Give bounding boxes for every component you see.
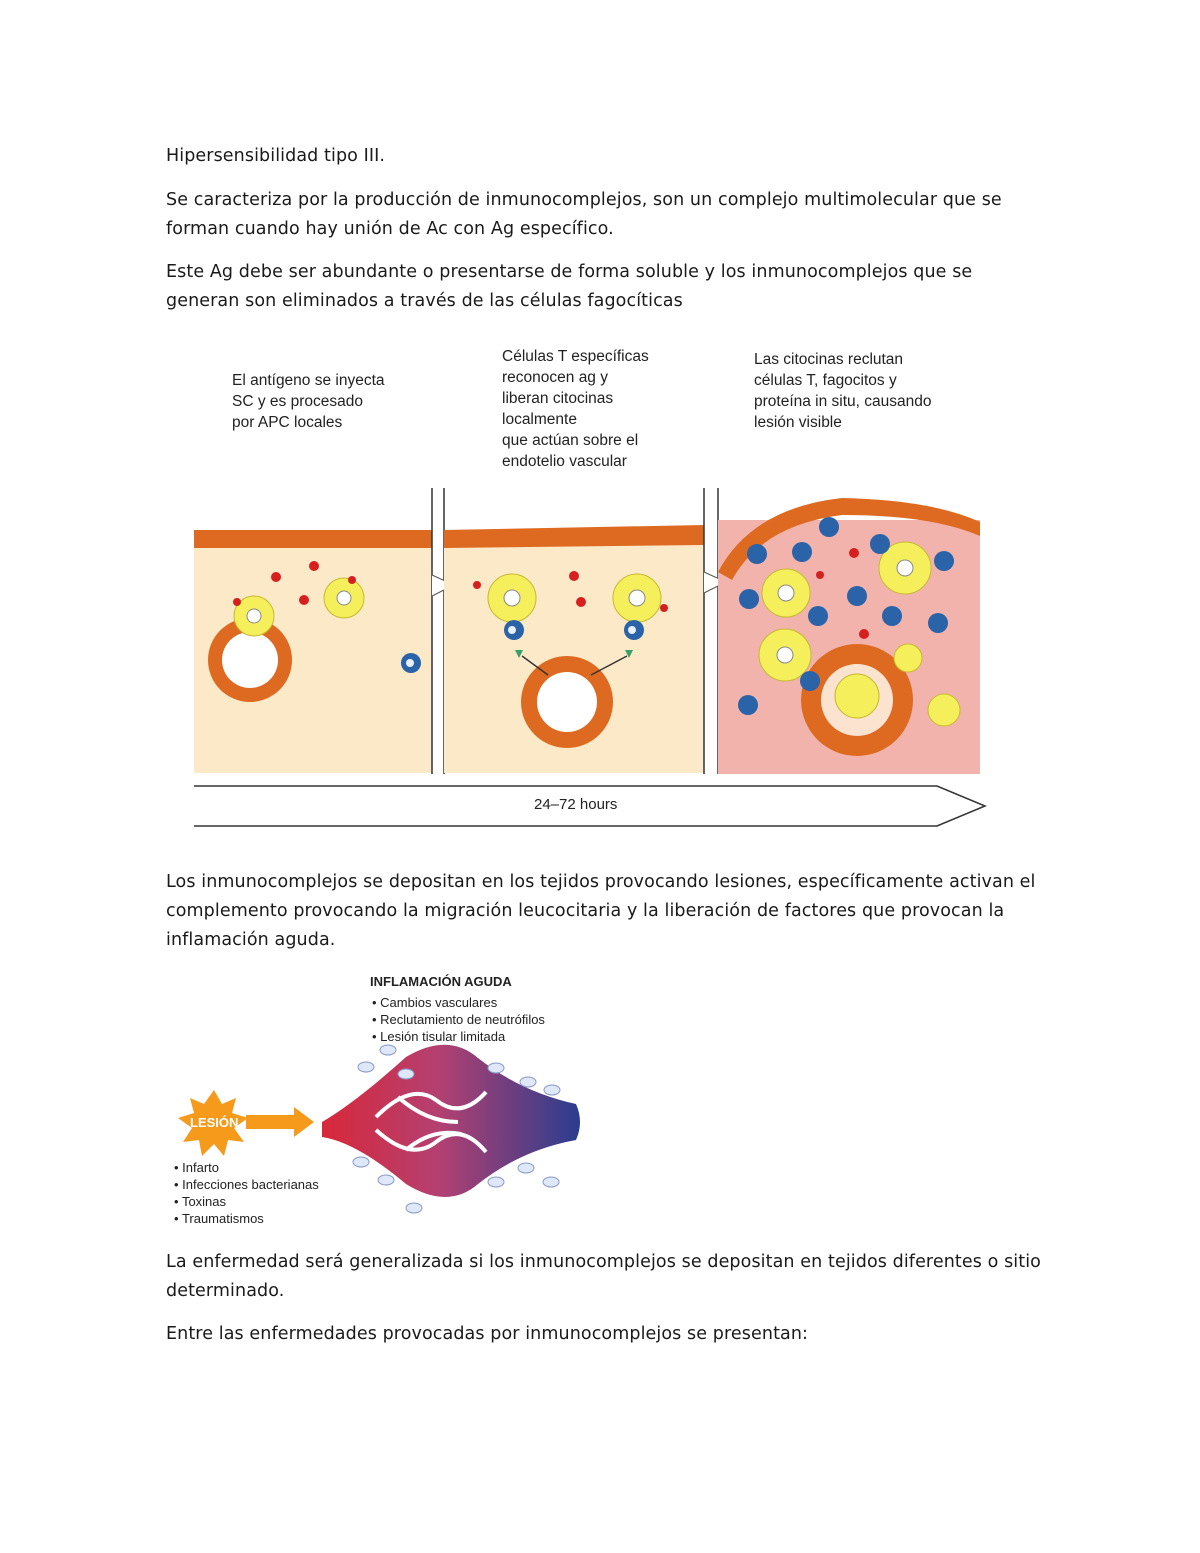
antigen-paragraph: Este Ag debe ser abundante o presentarse… [166, 262, 973, 311]
panel-step1 [194, 530, 432, 773]
figure1-illustration [194, 488, 987, 827]
panel-step3 [718, 498, 980, 774]
diseases-intro-paragraph: Entre las enfermedades provocadas por in… [166, 1324, 809, 1344]
panel-step2 [444, 525, 704, 773]
figure2-effects-list: Cambios vasculares Reclutamiento de neut… [372, 994, 545, 1045]
lesion-label: LESIÓN [190, 1115, 239, 1130]
immunocomplex-deposition-paragraph: Los inmunocomplejos se depositan en los … [166, 872, 1036, 950]
list-item: Cambios vasculares [372, 994, 545, 1011]
list-item: Toxinas [174, 1193, 319, 1210]
list-item: Lesión tisular limitada [372, 1028, 545, 1045]
figure2-illustration [178, 1044, 580, 1214]
type-iii-hypersensitivity-figure: El antígeno se inyecta SC y es procesado… [192, 340, 992, 835]
figure1-caption-step3: Las citocinas reclutan células T, fagoci… [754, 351, 932, 431]
list-item: Reclutamiento de neutrófilos [372, 1011, 545, 1028]
intro-paragraph: Se caracteriza por la producción de inmu… [166, 190, 1002, 239]
list-item: Traumatismos [174, 1210, 319, 1227]
acute-inflammation-figure: INFLAMACIÓN AGUDA Cambios vasculares Rec… [166, 972, 586, 1234]
page-heading: Hipersensibilidad tipo III. [166, 146, 386, 166]
figure2-title: INFLAMACIÓN AGUDA [370, 974, 512, 989]
figure1-caption-step2: Células T específicas reconocen ag y lib… [502, 348, 649, 470]
generalized-disease-paragraph: La enfermedad será generalizada si los i… [166, 1252, 1041, 1301]
figure1-caption-step1: El antígeno se inyecta SC y es procesado… [232, 372, 385, 431]
list-item: Infarto [174, 1159, 319, 1176]
figure2-causes-list: Infarto Infecciones bacterianas Toxinas … [174, 1159, 319, 1227]
timeline-label: 24–72 hours [534, 796, 618, 813]
list-item: Infecciones bacterianas [174, 1176, 319, 1193]
